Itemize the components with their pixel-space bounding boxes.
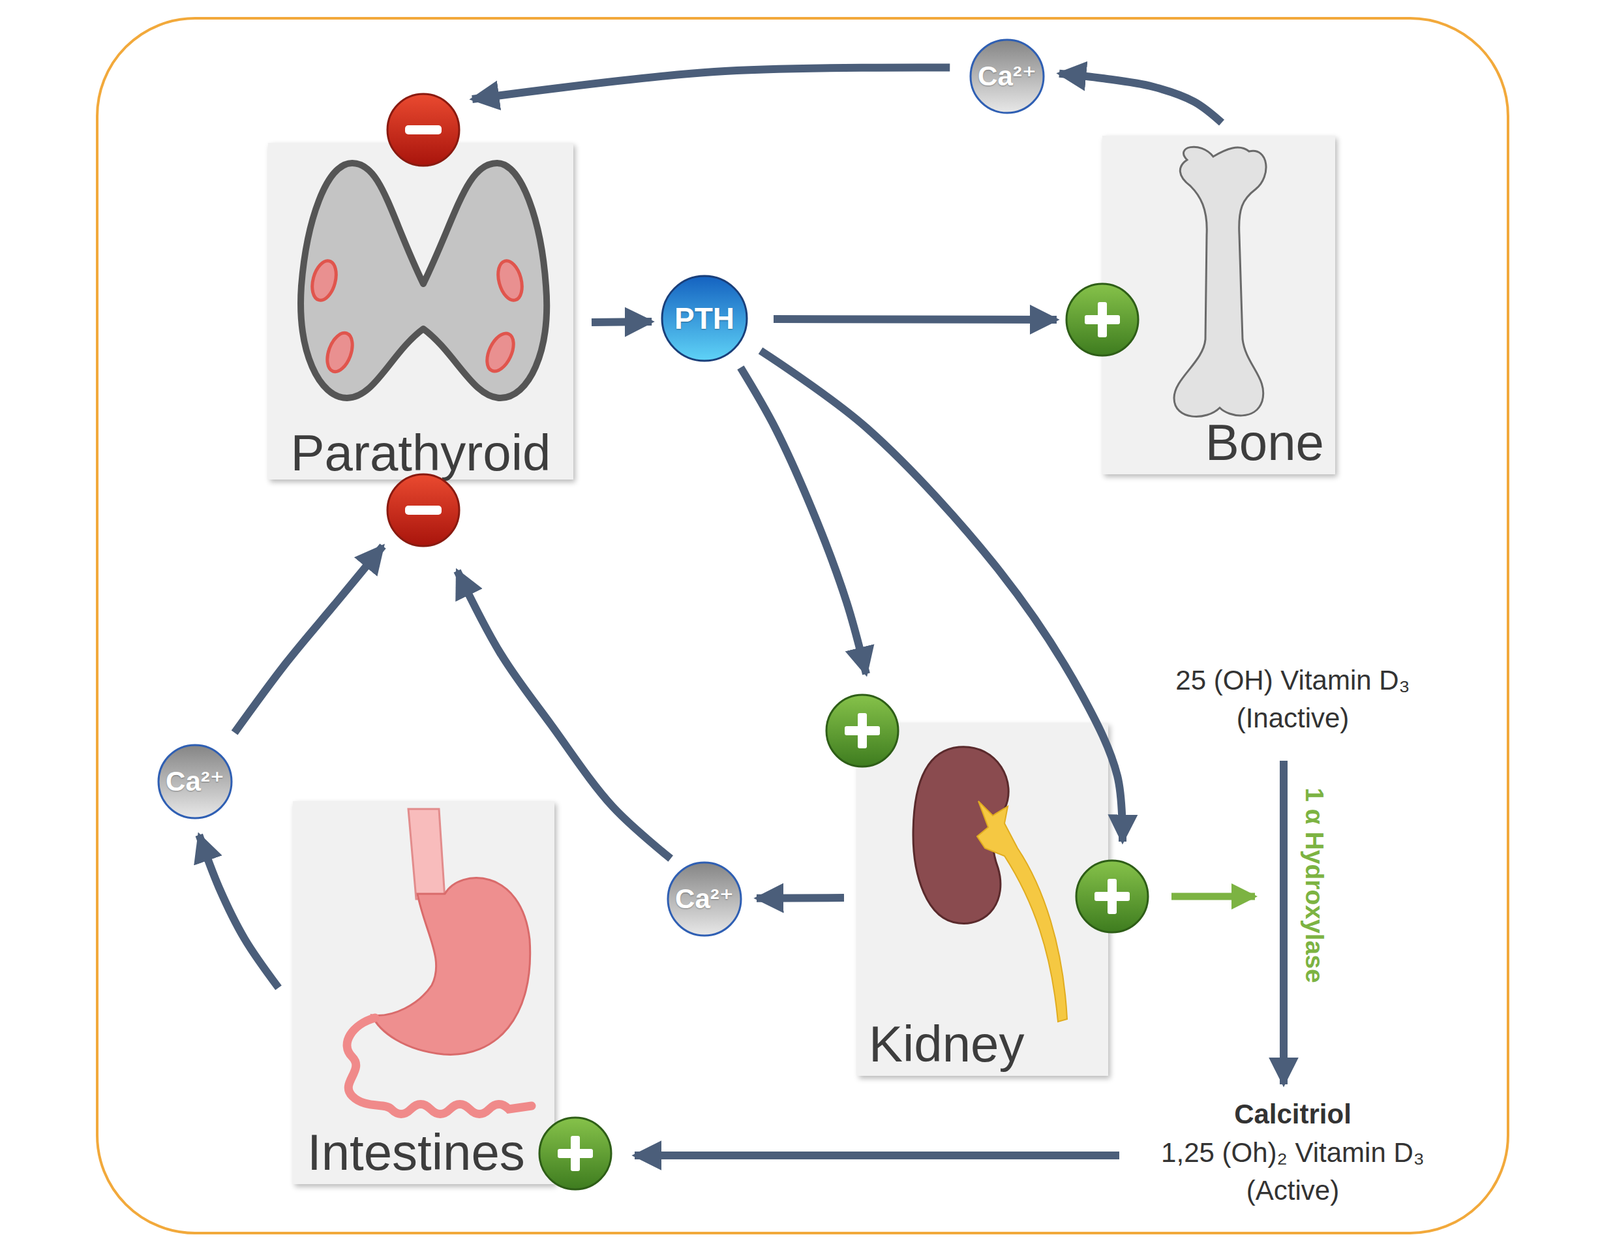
outer-frame bbox=[97, 18, 1509, 1233]
thyroid-illustration bbox=[300, 163, 547, 398]
stimulate-badge bbox=[1066, 283, 1139, 356]
vitamin-label: (Active) bbox=[1246, 1176, 1340, 1205]
stomach-illustration bbox=[347, 808, 532, 1115]
ion-circle: Ca²⁺ bbox=[969, 38, 1045, 115]
hormone-circle: PTH bbox=[660, 274, 749, 363]
organ-label: Bone bbox=[1205, 416, 1325, 468]
organ-box: Intestines bbox=[292, 800, 555, 1184]
organ-box: Parathyroid bbox=[268, 142, 574, 480]
enzyme-arrow bbox=[1171, 892, 1255, 901]
organ-box: Bone bbox=[1102, 135, 1336, 475]
plus-circle bbox=[1066, 283, 1139, 356]
connector-arrow bbox=[234, 545, 383, 733]
kidney-shape bbox=[913, 746, 1009, 924]
enzyme-label: 1 α Hydroxylase bbox=[1301, 787, 1328, 983]
plus-circle bbox=[826, 694, 899, 767]
organ-label: Intestines bbox=[307, 1126, 526, 1178]
connector-arrow bbox=[198, 834, 279, 988]
connector-arrow bbox=[740, 367, 867, 674]
plus-bar bbox=[570, 1135, 580, 1171]
ion-disc bbox=[667, 862, 741, 936]
inhibit-badge bbox=[387, 474, 460, 546]
stomach-shape bbox=[371, 877, 531, 1055]
connector-arrow bbox=[472, 67, 950, 100]
connector-arrow bbox=[591, 317, 652, 327]
parathyroid-gland bbox=[494, 258, 527, 304]
plus-bar bbox=[857, 712, 867, 749]
vitamin-label: 25 (OH) Vitamin D₃ bbox=[1175, 666, 1410, 695]
stimulate-badge bbox=[539, 1117, 612, 1190]
vitamin-label: Calcitriol bbox=[1234, 1100, 1352, 1128]
thyroid-outline bbox=[300, 163, 547, 398]
ion-circle: Ca²⁺ bbox=[666, 860, 743, 937]
vitamin-label: (Inactive) bbox=[1236, 704, 1350, 732]
bone-illustration bbox=[1174, 146, 1267, 417]
connector-arrow bbox=[773, 315, 1057, 324]
minus-circle bbox=[387, 474, 460, 546]
connector-arrow bbox=[457, 570, 671, 859]
parathyroid-gland bbox=[322, 329, 357, 376]
circle-label: PTH bbox=[674, 303, 735, 334]
esophagus-shape bbox=[408, 808, 445, 899]
circle-label: Ca²⁺ bbox=[165, 767, 225, 796]
minus-bar bbox=[405, 505, 442, 515]
ureter-shape bbox=[977, 800, 1068, 1022]
hormone-disc bbox=[662, 275, 747, 361]
ion-disc bbox=[158, 744, 232, 818]
plus-bar bbox=[1097, 301, 1107, 338]
connector-arrow bbox=[1059, 73, 1222, 123]
small-intestine bbox=[347, 1017, 532, 1115]
ion-circle: Ca²⁺ bbox=[157, 743, 233, 820]
kidney-illustration bbox=[913, 746, 1068, 1022]
minus-circle bbox=[387, 93, 460, 166]
plus-bar bbox=[844, 725, 880, 736]
calcitriol-arrow bbox=[634, 1151, 1120, 1160]
parathyroid-gland bbox=[308, 258, 341, 304]
plus-bar bbox=[1084, 315, 1120, 325]
connector-arrow bbox=[760, 350, 1123, 842]
parathyroid-gland bbox=[481, 329, 519, 376]
circle-label: Ca²⁺ bbox=[675, 885, 734, 913]
minus-bar bbox=[405, 125, 442, 135]
connector-layer bbox=[198, 67, 1222, 988]
organ-box: Kidney bbox=[857, 722, 1109, 1076]
plus-bar bbox=[1107, 878, 1117, 914]
plus-bar bbox=[1094, 891, 1130, 901]
plus-bar bbox=[557, 1148, 593, 1158]
stimulate-badge bbox=[1076, 860, 1148, 933]
conversion-arrow bbox=[1279, 760, 1288, 1085]
inhibit-badge bbox=[387, 93, 460, 166]
connector-arrow bbox=[756, 893, 845, 903]
vitamin-label: 1,25 (Oh)₂ Vitamin D₃ bbox=[1161, 1138, 1425, 1167]
circle-label: Ca²⁺ bbox=[977, 62, 1037, 91]
ion-disc bbox=[970, 39, 1044, 113]
stimulate-badge bbox=[826, 694, 899, 767]
plus-circle bbox=[1076, 860, 1148, 933]
organ-label: Kidney bbox=[868, 1018, 1025, 1070]
organ-label: Parathyroid bbox=[290, 427, 552, 479]
plus-circle bbox=[539, 1117, 612, 1190]
